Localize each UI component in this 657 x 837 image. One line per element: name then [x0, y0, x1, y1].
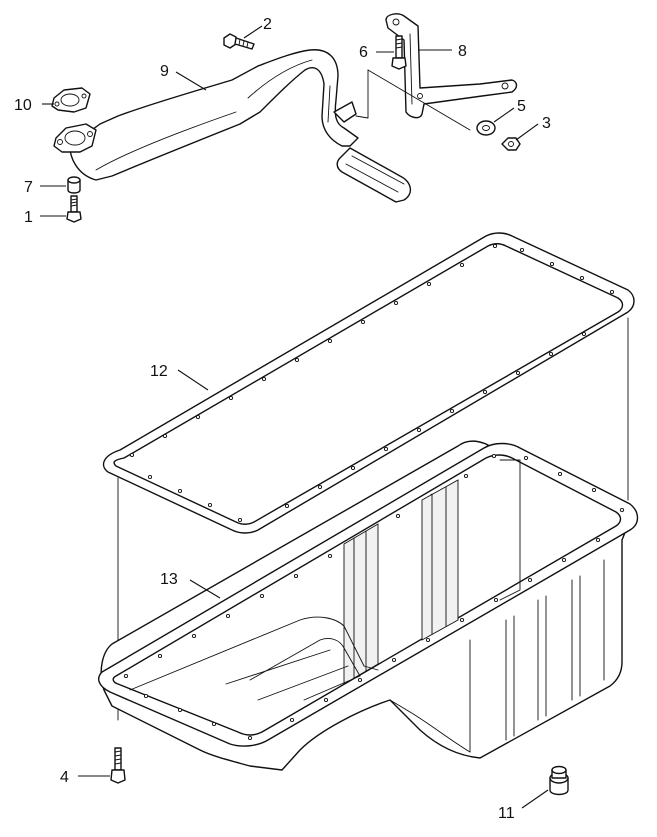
callout-3: 3: [542, 115, 551, 132]
callout-8: 8: [458, 43, 467, 60]
bolt-6: [391, 35, 407, 70]
callout-4: 4: [60, 769, 69, 786]
drain-plug: [549, 765, 569, 796]
callout-6: 6: [359, 44, 368, 61]
bolt-1: [66, 195, 82, 223]
callout-10: 10: [14, 97, 32, 114]
oil-pickup-tube: [53, 49, 411, 203]
spacer-sleeve: [67, 176, 81, 194]
callout-labels: 1 2 3 4 5 6 7 8 9 10 11 12 13: [14, 16, 551, 822]
leader-12: [177, 369, 209, 391]
leader-2: [243, 25, 263, 39]
washer: [476, 120, 496, 136]
alignment-line: [367, 69, 471, 131]
bolt-4: [110, 747, 126, 784]
nut: [501, 137, 521, 151]
flange-gasket: [51, 87, 91, 113]
alignment-line: [355, 69, 369, 119]
oil-pan: [98, 440, 639, 771]
callout-11: 11: [498, 805, 515, 822]
oil-pan-gasket: [102, 232, 635, 534]
leader-9: [175, 71, 207, 91]
bolt-2: [223, 33, 255, 50]
leader-3: [515, 123, 539, 141]
leader-5: [493, 107, 515, 123]
callout-7: 7: [24, 179, 33, 196]
gasket-bolt-holes: [129, 243, 615, 523]
support-bracket: [385, 13, 518, 119]
callout-13: 13: [160, 571, 178, 588]
callout-1: 1: [24, 209, 33, 226]
leader-13: [189, 579, 221, 599]
callout-2: 2: [263, 16, 272, 33]
callout-12: 12: [150, 363, 168, 380]
leader-lines: [40, 25, 549, 809]
callout-9: 9: [160, 63, 169, 80]
callout-5: 5: [517, 98, 526, 115]
leader-11: [521, 789, 549, 809]
